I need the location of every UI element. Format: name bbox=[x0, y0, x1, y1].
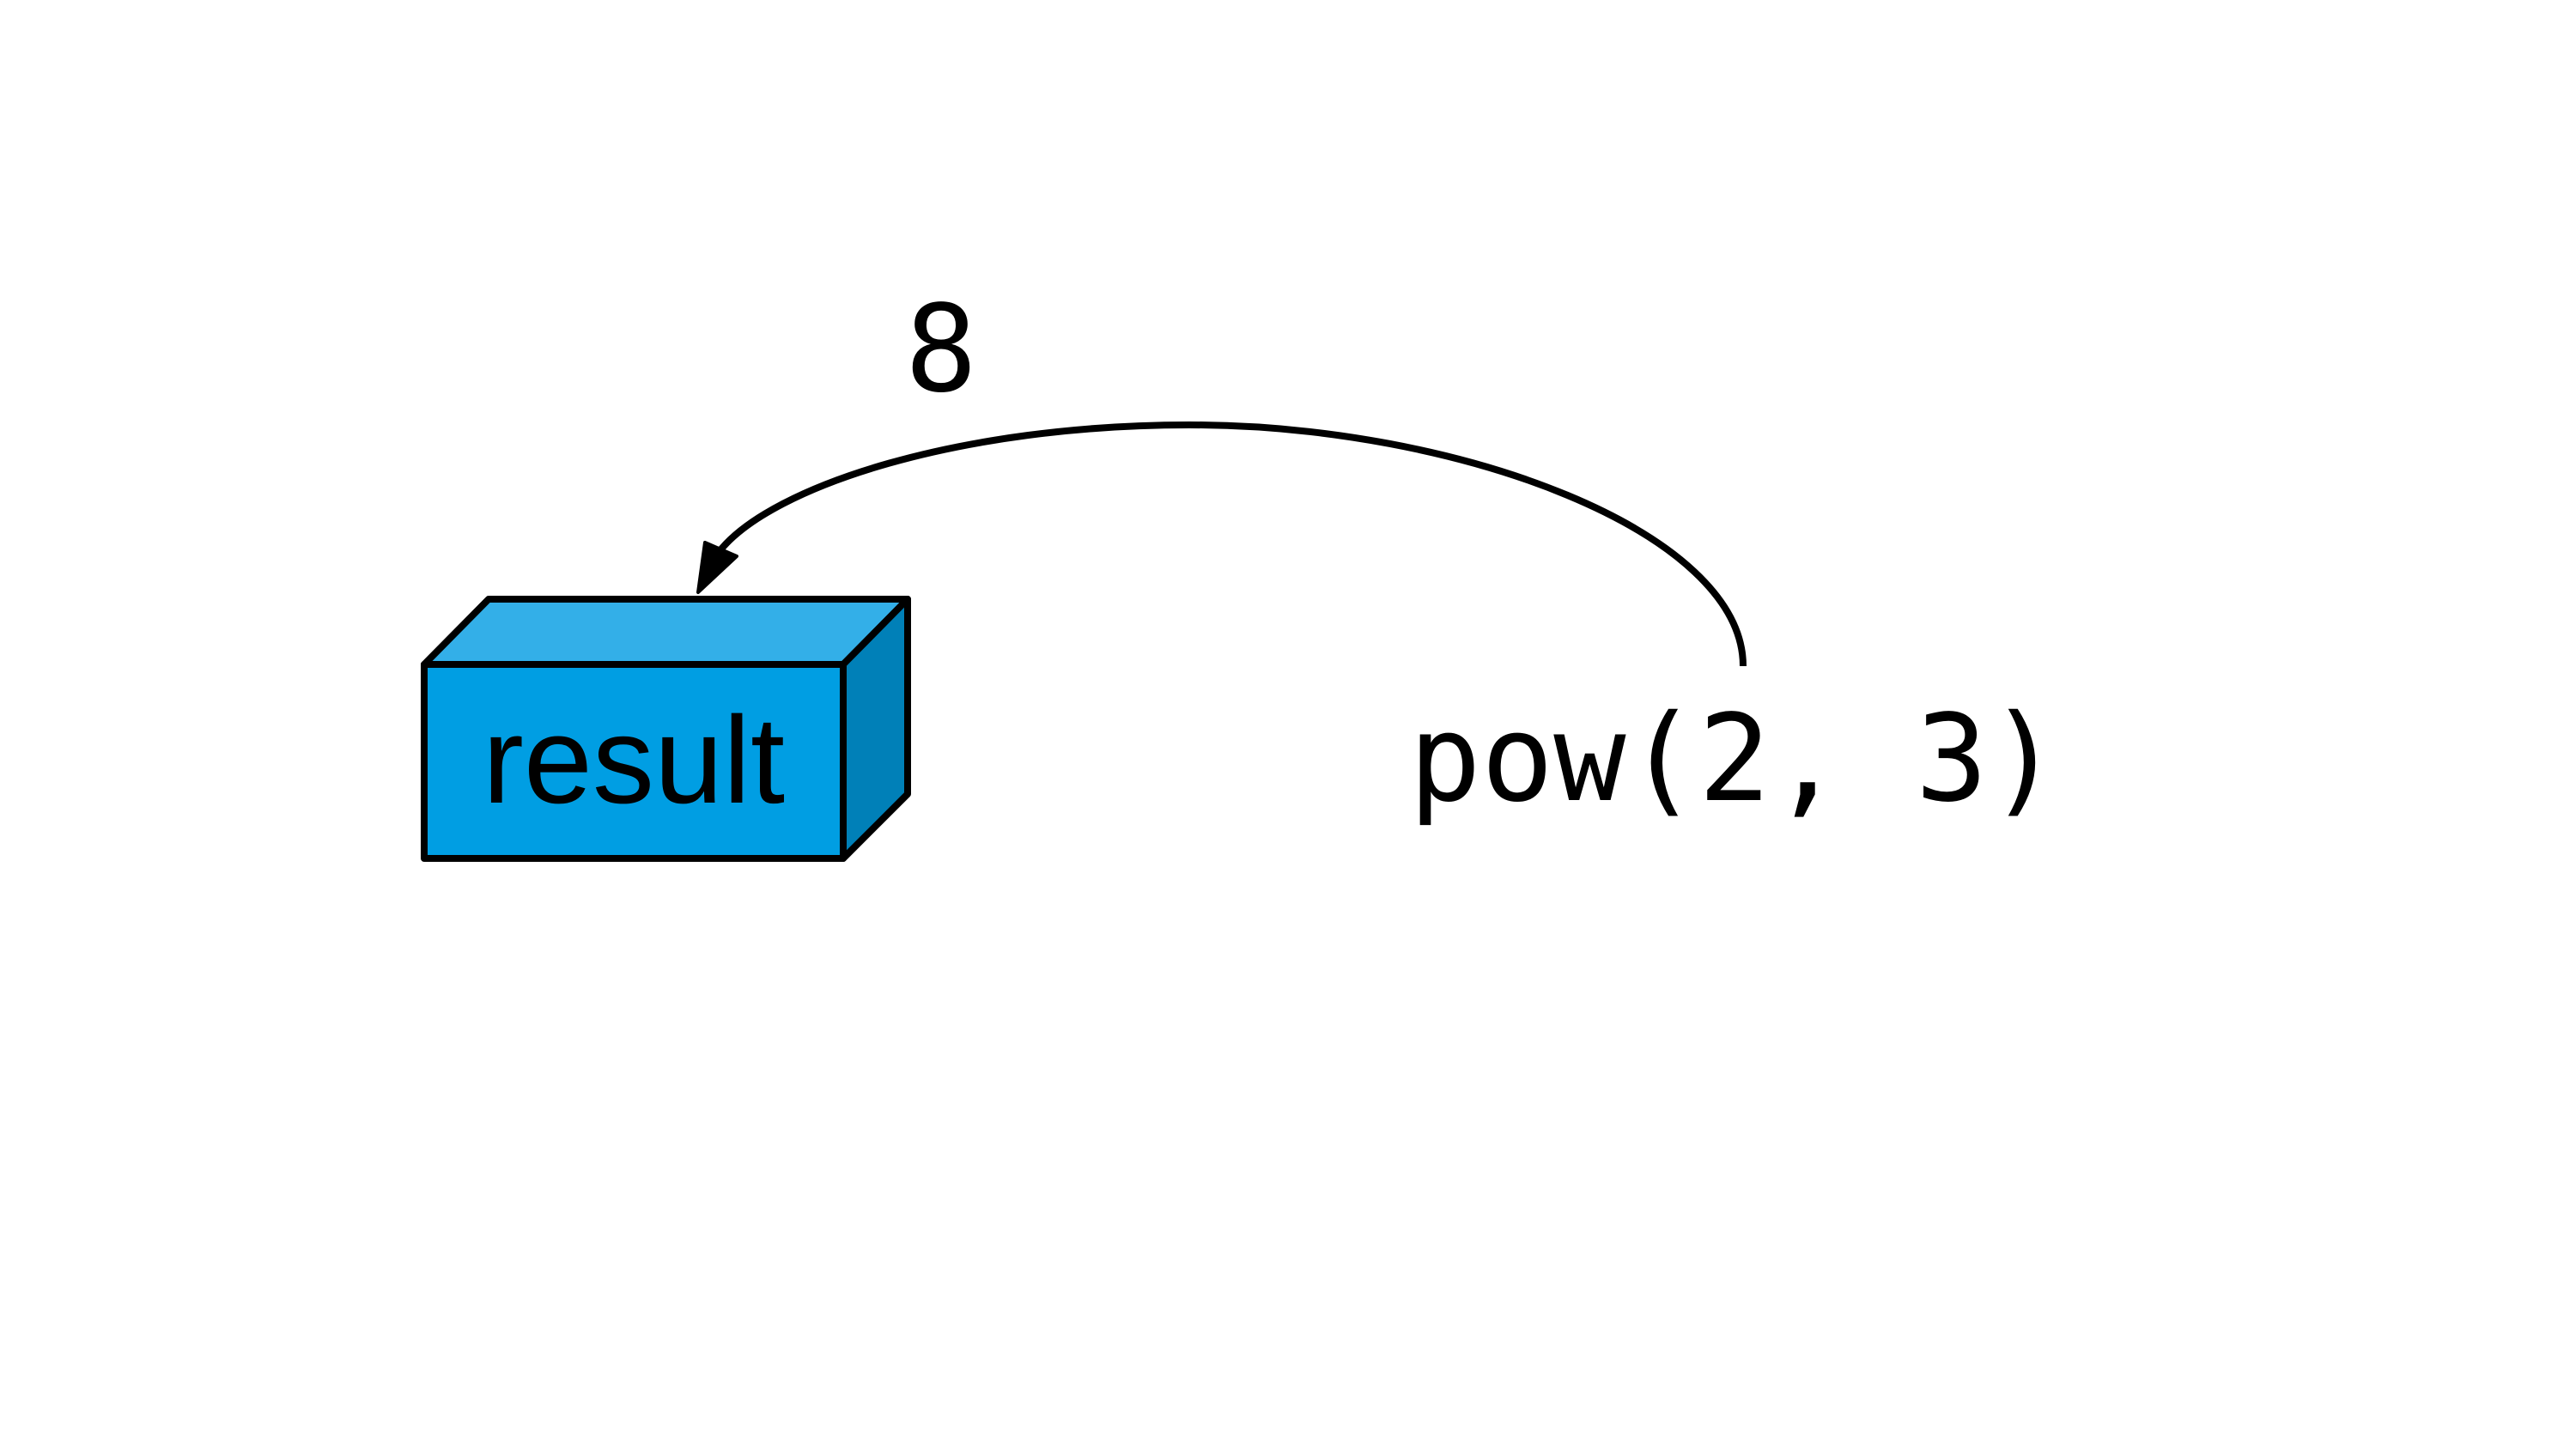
variable-name-label: result bbox=[483, 691, 785, 829]
variable-box-top-face bbox=[421, 596, 911, 668]
function-call-expression: pow(2, 3) bbox=[1409, 689, 2061, 829]
return-arrow bbox=[696, 421, 1747, 667]
return-arrow-curve bbox=[716, 421, 1747, 667]
returned-value-label: 8 bbox=[905, 280, 977, 420]
variable-box-front-face bbox=[421, 661, 847, 862]
variable-box: result bbox=[421, 596, 911, 862]
return-arrow-head bbox=[696, 541, 738, 594]
